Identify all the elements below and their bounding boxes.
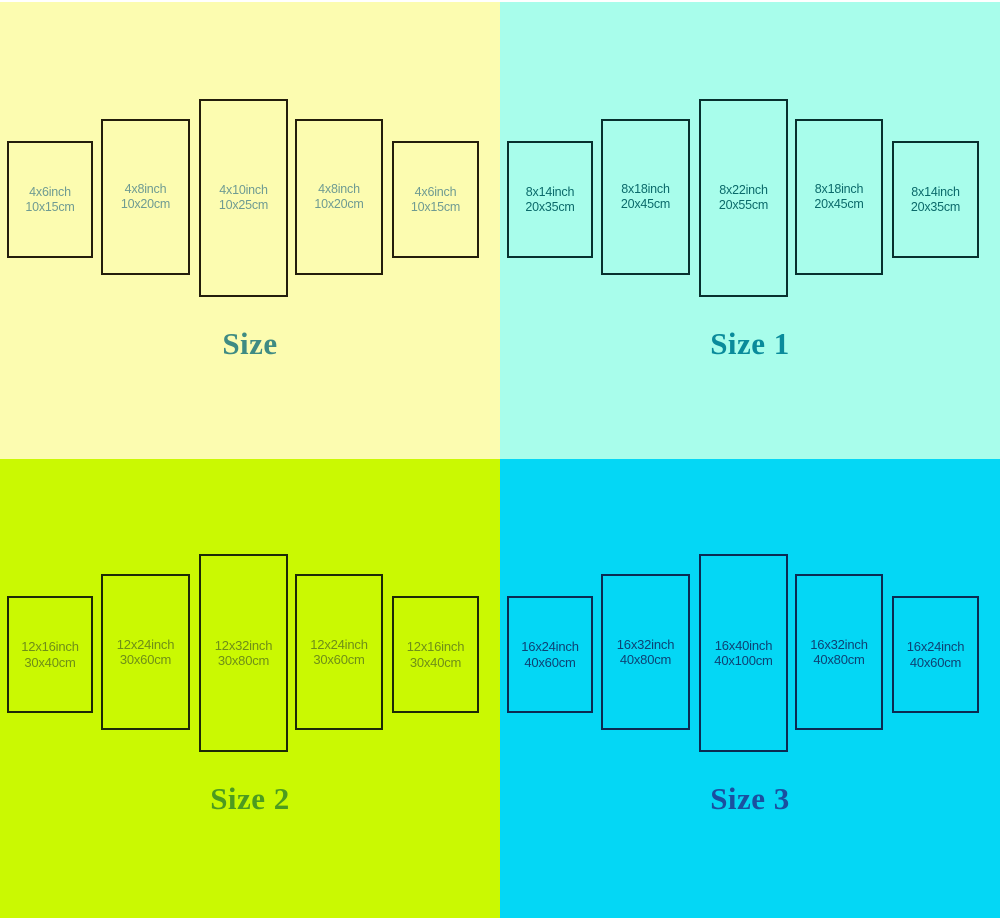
- panel-label-1: 8x14inch 20x35cm: [525, 184, 575, 215]
- panel-label-inch: 16x32inch: [810, 636, 868, 652]
- panel-label-cm: 10x25cm: [218, 198, 269, 212]
- panel-label-cm: 10x20cm: [120, 197, 171, 211]
- panel-label-inch: 16x24inch: [906, 639, 965, 655]
- canvas-panel-1: 16x24inch 40x60cm: [507, 596, 593, 713]
- panel-label-cm: 10x20cm: [314, 197, 364, 211]
- size-option-title: Size 3: [710, 781, 790, 816]
- panel-label-4: 12x24inch 30x60cm: [310, 636, 368, 668]
- canvas-panel-4: 4x8inch 10x20cm: [295, 119, 383, 275]
- canvas-panel-1: 12x16inch 30x40cm: [7, 596, 93, 713]
- canvas-panel-3: 12x32inch 30x80cm: [199, 554, 288, 752]
- panel-label-2: 16x32inch 40x80cm: [616, 636, 675, 668]
- panel-label-inch: 4x10inch: [219, 183, 268, 198]
- size-option-title: Size: [222, 326, 278, 361]
- panel-label-cm: 10x15cm: [410, 199, 461, 214]
- size-option-size-1[interactable]: 8x14inch 20x35cm 8x18inch 20x45cm 8x22in…: [500, 2, 1000, 459]
- panel-label-4: 4x8inch 10x20cm: [314, 182, 364, 212]
- panel-label-cm: 20x45cm: [620, 197, 671, 211]
- panel-label-2: 8x18inch 20x45cm: [620, 182, 671, 212]
- panel-label-inch: 12x24inch: [116, 636, 175, 652]
- canvas-panel-4: 16x32inch 40x80cm: [795, 574, 883, 730]
- size-option-title: Size 1: [710, 326, 790, 361]
- panel-label-inch: 8x18inch: [621, 182, 670, 197]
- panel-label-inch: 8x18inch: [814, 182, 864, 197]
- panel-label-4: 8x18inch 20x45cm: [814, 182, 864, 212]
- panel-label-inch: 4x6inch: [29, 184, 71, 199]
- canvas-panel-5: 16x24inch 40x60cm: [892, 596, 979, 713]
- canvas-panel-2: 4x8inch 10x20cm: [101, 119, 190, 275]
- panel-label-cm: 30x40cm: [409, 654, 462, 670]
- panel-label-inch: 8x14inch: [911, 184, 960, 199]
- canvas-panel-4: 12x24inch 30x60cm: [295, 574, 383, 730]
- panel-label-cm: 40x80cm: [619, 652, 672, 667]
- panel-label-cm: 10x15cm: [25, 199, 75, 214]
- canvas-panel-5: 4x6inch 10x15cm: [392, 141, 479, 258]
- canvas-panel-3: 4x10inch 10x25cm: [199, 99, 288, 297]
- panel-label-inch: 16x32inch: [616, 636, 675, 652]
- size-option-size[interactable]: 4x6inch 10x15cm 4x8inch 10x20cm 4x10inch…: [0, 2, 500, 459]
- panel-label-2: 4x8inch 10x20cm: [120, 182, 171, 212]
- panel-label-inch: 4x6inch: [414, 184, 457, 199]
- panel-label-5: 8x14inch 20x35cm: [910, 184, 961, 215]
- panel-label-cm: 30x40cm: [24, 654, 76, 670]
- panel-label-cm: 40x80cm: [813, 652, 865, 667]
- canvas-panel-1: 4x6inch 10x15cm: [7, 141, 93, 258]
- panel-label-4: 16x32inch 40x80cm: [810, 636, 868, 668]
- canvas-panel-1: 8x14inch 20x35cm: [507, 141, 593, 258]
- panel-set-size-1: 8x14inch 20x35cm 8x18inch 20x45cm 8x22in…: [500, 2, 1000, 322]
- panel-label-inch: 12x16inch: [406, 639, 465, 655]
- panel-label-cm: 40x100cm: [714, 653, 773, 668]
- panel-set-size-3: 16x24inch 40x60cm 16x32inch 40x80cm 16x4…: [500, 459, 1000, 779]
- size-option-size-2[interactable]: 12x16inch 30x40cm 12x24inch 30x60cm 12x3…: [0, 459, 500, 918]
- panel-label-cm: 20x55cm: [718, 198, 769, 212]
- panel-label-inch: 4x8inch: [318, 182, 360, 197]
- panel-label-inch: 4x8inch: [124, 182, 167, 197]
- canvas-panel-5: 12x16inch 30x40cm: [392, 596, 479, 713]
- panel-label-cm: 20x35cm: [910, 199, 961, 214]
- panel-label-inch: 12x16inch: [21, 639, 79, 655]
- panel-label-cm: 40x60cm: [909, 654, 962, 670]
- canvas-panel-4: 8x18inch 20x45cm: [795, 119, 883, 275]
- panel-label-cm: 30x60cm: [313, 652, 365, 667]
- top-edge-seam: [0, 0, 1000, 2]
- panel-label-inch: 16x24inch: [521, 639, 579, 655]
- panel-label-3: 16x40inch 40x100cm: [714, 637, 773, 669]
- panel-label-inch: 8x22inch: [719, 183, 768, 198]
- canvas-panel-5: 8x14inch 20x35cm: [892, 141, 979, 258]
- panel-label-cm: 20x45cm: [814, 197, 864, 211]
- panel-label-inch: 8x14inch: [525, 184, 575, 199]
- panel-label-1: 4x6inch 10x15cm: [25, 184, 75, 215]
- panel-label-inch: 12x24inch: [310, 636, 368, 652]
- panel-label-cm: 30x60cm: [119, 652, 172, 667]
- panel-label-5: 12x16inch 30x40cm: [406, 639, 465, 670]
- panel-label-1: 16x24inch 40x60cm: [521, 639, 579, 670]
- panel-label-3: 4x10inch 10x25cm: [218, 183, 269, 213]
- canvas-panel-3: 8x22inch 20x55cm: [699, 99, 788, 297]
- panel-label-cm: 40x60cm: [524, 654, 576, 670]
- canvas-panel-2: 12x24inch 30x60cm: [101, 574, 190, 730]
- panel-label-1: 12x16inch 30x40cm: [21, 639, 79, 670]
- panel-label-5: 4x6inch 10x15cm: [410, 184, 461, 215]
- panel-set-size-2: 12x16inch 30x40cm 12x24inch 30x60cm 12x3…: [0, 459, 500, 779]
- panel-label-inch: 12x32inch: [214, 637, 273, 653]
- size-option-size-3[interactable]: 16x24inch 40x60cm 16x32inch 40x80cm 16x4…: [500, 459, 1000, 918]
- panel-set-size: 4x6inch 10x15cm 4x8inch 10x20cm 4x10inch…: [0, 2, 500, 322]
- panel-label-cm: 20x35cm: [525, 199, 575, 214]
- panel-label-5: 16x24inch 40x60cm: [906, 639, 965, 670]
- panel-label-inch: 16x40inch: [714, 637, 773, 653]
- size-option-title: Size 2: [210, 781, 290, 816]
- panel-label-3: 12x32inch 30x80cm: [214, 637, 273, 669]
- panel-label-2: 12x24inch 30x60cm: [116, 636, 175, 668]
- canvas-panel-2: 8x18inch 20x45cm: [601, 119, 690, 275]
- panel-label-3: 8x22inch 20x55cm: [718, 183, 769, 213]
- canvas-panel-2: 16x32inch 40x80cm: [601, 574, 690, 730]
- panel-label-cm: 30x80cm: [217, 653, 270, 668]
- canvas-panel-3: 16x40inch 40x100cm: [699, 554, 788, 752]
